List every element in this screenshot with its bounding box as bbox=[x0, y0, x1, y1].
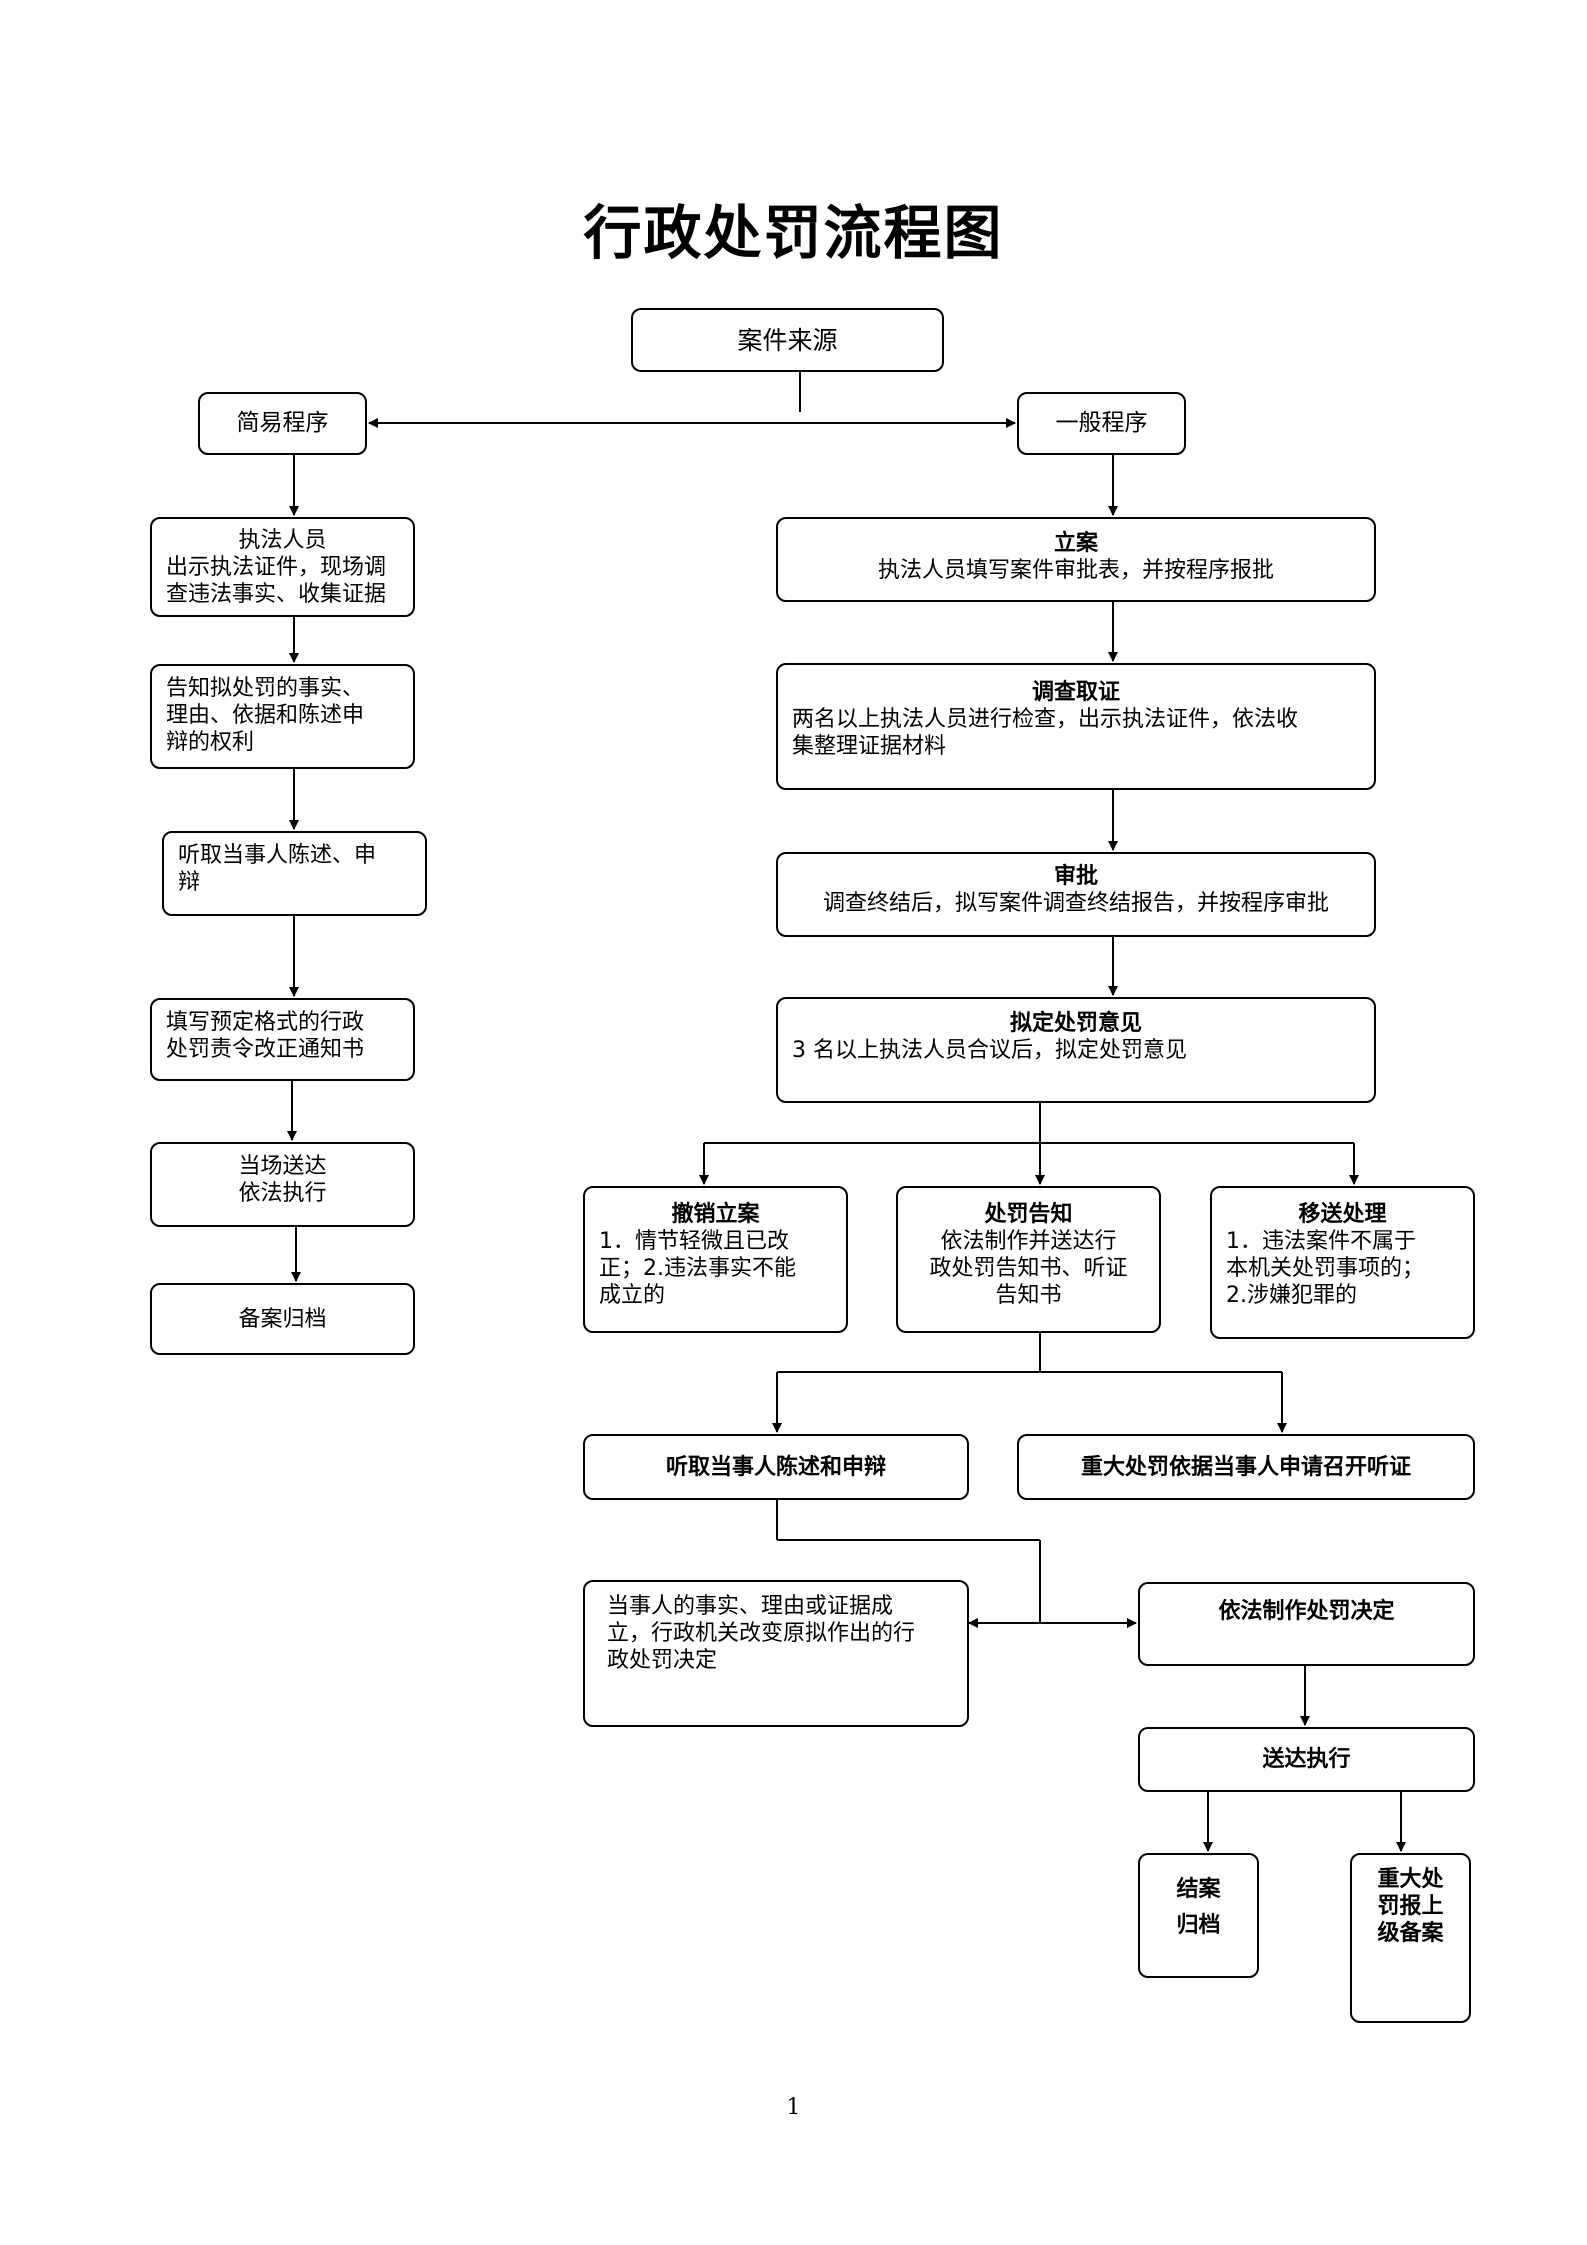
simple-step-hear-box: 听取当事人陈述、申 辩 bbox=[162, 831, 427, 916]
simple-step-archive-label: 备案归档 bbox=[238, 1306, 327, 1332]
result-change-line1: 当事人的事实、理由或证据成 bbox=[607, 1594, 894, 1619]
branch-revoke-box: 撤销立案 1．情节轻微且已改 正；2.违法事实不能 成立的 bbox=[583, 1186, 848, 1333]
major-report-line2: 罚报上 bbox=[1377, 1893, 1444, 1919]
major-report-line1: 重大处 bbox=[1377, 1866, 1444, 1892]
simple-step-hear-line2: 辩 bbox=[178, 870, 201, 895]
branch-revoke-line1: 1．情节轻微且已改 bbox=[599, 1229, 789, 1254]
simple-step-deliver-box: 当场送达 依法执行 bbox=[150, 1142, 415, 1227]
general-step-approve-box: 审批 调查终结后，拟写案件调查终结报告，并按程序审批 bbox=[776, 852, 1376, 937]
hearing-statement-box: 听取当事人陈述和申辩 bbox=[583, 1434, 969, 1500]
close-archive-box: 结案 归档 bbox=[1138, 1853, 1259, 1978]
simple-step-notify-line1: 告知拟处罚的事实、 bbox=[166, 676, 365, 701]
page-title: 行政处罚流程图 bbox=[583, 199, 1004, 267]
hearing-statement-label: 听取当事人陈述和申辩 bbox=[665, 1453, 886, 1480]
simple-step-officers-line2: 查违法事实、收集证据 bbox=[166, 582, 387, 607]
close-archive-line1: 结案 bbox=[1176, 1876, 1221, 1902]
simple-procedure-box: 简易程序 bbox=[198, 392, 367, 455]
general-step-opinion-body: 3 名以上执法人员合议后，拟定处罚意见 bbox=[792, 1038, 1187, 1063]
decision-label: 依法制作处罚决定 bbox=[1218, 1598, 1395, 1624]
branch-notice-line2: 政处罚告知书、听证 bbox=[929, 1256, 1128, 1281]
simple-step-notify-line2: 理由、依据和陈述申 bbox=[166, 703, 365, 728]
simple-step-deliver-line2: 依法执行 bbox=[238, 1181, 327, 1206]
simple-step-officers-line1: 出示执法证件，现场调 bbox=[166, 555, 387, 580]
simple-step-form-box: 填写预定格式的行政 处罚责令改正通知书 bbox=[150, 998, 415, 1081]
case-source-box: 案件来源 bbox=[631, 308, 944, 372]
simple-step-deliver-line1: 当场送达 bbox=[238, 1154, 327, 1179]
simple-step-notify-box: 告知拟处罚的事实、 理由、依据和陈述申 辩的权利 bbox=[150, 664, 415, 769]
branch-notice-line1: 依法制作并送达行 bbox=[940, 1229, 1117, 1254]
general-step-approve-body: 调查终结后，拟写案件调查终结报告，并按程序审批 bbox=[822, 891, 1329, 916]
general-step-opinion-head: 拟定处罚意见 bbox=[1009, 1010, 1142, 1036]
branch-notice-head: 处罚告知 bbox=[984, 1201, 1073, 1227]
hearing-major-label: 重大处罚依据当事人申请召开听证 bbox=[1080, 1453, 1411, 1480]
branch-notice-line3: 告知书 bbox=[995, 1283, 1062, 1308]
major-report-line3: 级备案 bbox=[1377, 1920, 1444, 1946]
general-procedure-label: 一般程序 bbox=[1055, 410, 1148, 436]
simple-step-form-line1: 填写预定格式的行政 bbox=[166, 1010, 365, 1035]
simple-step-hear-line1: 听取当事人陈述、申 bbox=[178, 843, 377, 868]
close-archive-line2: 归档 bbox=[1176, 1912, 1221, 1938]
general-step-approve-head: 审批 bbox=[1053, 863, 1098, 889]
branch-transfer-line3: 2.涉嫌犯罪的 bbox=[1226, 1283, 1357, 1308]
general-step-investigate-line2: 集整理证据材料 bbox=[792, 734, 947, 759]
branch-notice-box: 处罚告知 依法制作并送达行 政处罚告知书、听证 告知书 bbox=[896, 1186, 1161, 1333]
major-report-box: 重大处 罚报上 级备案 bbox=[1350, 1853, 1471, 2023]
simple-procedure-label: 简易程序 bbox=[236, 410, 329, 436]
case-source-label: 案件来源 bbox=[737, 325, 838, 355]
branch-revoke-line2: 正；2.违法事实不能 bbox=[599, 1256, 796, 1281]
simple-step-officers-box: 执法人员 出示执法证件，现场调 查违法事实、收集证据 bbox=[150, 517, 415, 617]
result-change-line3: 政处罚决定 bbox=[607, 1648, 718, 1673]
branch-revoke-head: 撤销立案 bbox=[671, 1201, 760, 1227]
branch-transfer-box: 移送处理 1．违法案件不属于 本机关处罚事项的； 2.涉嫌犯罪的 bbox=[1210, 1186, 1475, 1339]
result-change-box: 当事人的事实、理由或证据成 立，行政机关改变原拟作出的行 政处罚决定 bbox=[583, 1580, 969, 1727]
simple-step-officers-head: 执法人员 bbox=[238, 528, 327, 553]
branch-revoke-line3: 成立的 bbox=[599, 1283, 666, 1308]
general-step-investigate-line1: 两名以上执法人员进行检查，出示执法证件，依法收 bbox=[792, 707, 1299, 732]
general-step-register-head: 立案 bbox=[1053, 530, 1098, 556]
simple-step-form-line2: 处罚责令改正通知书 bbox=[166, 1037, 365, 1062]
general-step-opinion-box: 拟定处罚意见 3 名以上执法人员合议后，拟定处罚意见 bbox=[776, 997, 1376, 1103]
general-procedure-box: 一般程序 bbox=[1017, 392, 1186, 455]
delivery-label: 送达执行 bbox=[1262, 1746, 1351, 1772]
simple-step-archive-box: 备案归档 bbox=[150, 1283, 415, 1355]
delivery-box: 送达执行 bbox=[1138, 1727, 1475, 1792]
general-step-register-body: 执法人员填写案件审批表，并按程序报批 bbox=[877, 558, 1274, 583]
simple-step-notify-line3: 辩的权利 bbox=[166, 730, 255, 755]
page-number: 1 bbox=[786, 2095, 801, 2120]
hearing-major-box: 重大处罚依据当事人申请召开听证 bbox=[1017, 1434, 1475, 1500]
result-change-line2: 立，行政机关改变原拟作出的行 bbox=[607, 1621, 916, 1646]
general-step-investigate-head: 调查取证 bbox=[1031, 679, 1120, 705]
decision-box: 依法制作处罚决定 bbox=[1138, 1582, 1475, 1666]
branch-transfer-line2: 本机关处罚事项的； bbox=[1226, 1256, 1425, 1281]
general-step-register-box: 立案 执法人员填写案件审批表，并按程序报批 bbox=[776, 517, 1376, 602]
branch-transfer-line1: 1．违法案件不属于 bbox=[1226, 1229, 1416, 1254]
branch-transfer-head: 移送处理 bbox=[1298, 1201, 1387, 1227]
general-step-investigate-box: 调查取证 两名以上执法人员进行检查，出示执法证件，依法收 集整理证据材料 bbox=[776, 663, 1376, 790]
